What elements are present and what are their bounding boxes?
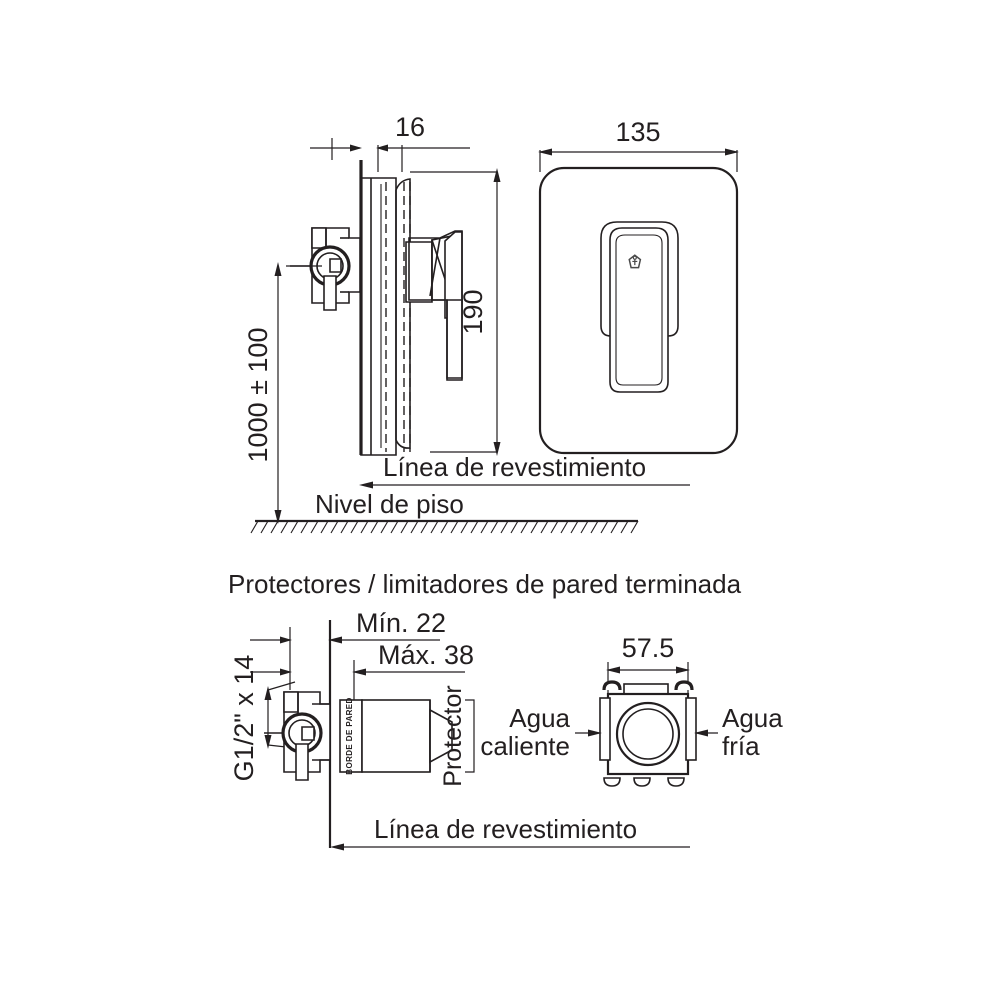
arrow-1000-bottom [274,510,282,524]
cold-water-label-line2: fría [722,731,760,761]
valve-stem [323,275,337,311]
plate-rim [395,178,411,449]
body-stamp-text: BORDE DE PARED [345,697,354,774]
protector-sleeve: BORDE DE PARED [339,697,453,775]
lever-front-silhouette [600,221,679,393]
arrow-thread-top [264,686,272,700]
escutcheon-side-profile [360,177,411,456]
hot-water-label-line2: caliente [480,731,570,761]
dimension-1000: 1000 ± 100 [243,262,322,524]
label-covering-line-lower: Línea de revestimiento [330,814,690,851]
dimension-thread-label: G1/2" x 14 [229,655,259,782]
ground-hatching [250,520,639,534]
stop-valve-body [290,227,361,311]
dimension-57-5: 57.5 [606,633,690,700]
label-covering-line-upper: Línea de revestimiento [359,452,690,489]
dimension-190-label: 190 [458,289,488,334]
arrow-135-left [538,148,552,156]
valve-knob-slot [329,258,342,273]
arrow-575-right [676,666,690,674]
lever-outline [408,230,463,379]
covering-line-arrow [359,481,373,489]
cold-water-label-line1: Agua [722,703,783,733]
lug-bottom-right [667,777,685,787]
arrow-min22 [328,636,342,644]
protector-bracket [465,699,475,773]
lower-section-title: Protectores / limitadores de pared termi… [228,569,742,599]
stop-valve-body-lower [264,691,331,781]
dimension-max38-label: Máx. 38 [378,640,474,670]
lug-bottom-left [603,777,621,787]
arrow-cold-water [694,729,708,737]
covering-line-text-upper: Línea de revestimiento [383,452,646,482]
covering-line-text-lower: Línea de revestimiento [374,814,637,844]
protector-barrel [361,699,431,773]
lug-top-right [674,680,694,691]
dimension-16-label: 16 [395,112,425,142]
lug-top-left [602,680,622,691]
dimension-1000-label: 1000 ± 100 [243,328,273,463]
dimension-135: 135 [538,117,739,172]
arrow-1000-top [274,262,282,276]
mixer-body-front [599,680,697,787]
lever-inner-body [609,227,669,393]
arrow-hot-water [588,729,602,737]
valve-housing-notch [311,227,327,249]
arrow-575-left [606,666,620,674]
valve-stem-lower [295,743,309,781]
lever-inner-outline [615,234,663,386]
floor-level-text: Nivel de piso [315,489,464,519]
dimension-min-22: Mín. 22 [250,608,446,690]
cartridge-collar [405,241,433,303]
dimension-16: 16 [310,112,470,172]
label-hot-water: Agua caliente [480,703,602,761]
valve-housing-notch-lower [283,691,299,713]
plate-edge [360,177,397,456]
arrow-16-left [350,144,362,152]
view-upper-left-side-section: 16 [243,112,690,534]
valve-knob-slot-lower [301,726,315,741]
protector-label-text: Protector [439,685,467,786]
inlet-flange-right [685,697,697,761]
hot-water-label-line1: Agua [509,703,570,733]
arrow-max38-left [280,668,292,676]
dimension-135-label: 135 [615,117,660,147]
covering-line-arrow-lower [330,843,344,851]
label-protector: Protector [439,685,475,787]
body-bore-outer [615,701,681,767]
view-upper-right-front-plate: 135 [538,117,739,455]
arrow-135-right [725,148,739,156]
dim-thread-ext-top [267,681,296,691]
arrow-190-top [493,168,501,182]
view-lower-left-protector: Mín. 22 Máx. 38 G1/2" x 14 [229,608,690,851]
dimension-575-label: 57.5 [622,633,675,663]
label-cold-water: Agua fría [694,703,783,761]
dimension-190: 190 [410,168,501,456]
arrow-thread-bottom [264,735,272,749]
body-bore-inner [622,708,674,760]
arrow-16-right [376,144,388,152]
brand-logo-icon [628,254,642,269]
lever-bevel-line [429,237,441,297]
dimension-min22-label: Mín. 22 [356,608,446,638]
dimension-max-38: Máx. 38 [250,640,474,700]
arrow-190-bottom [493,442,501,456]
inlet-flange-left [599,697,611,761]
lug-bottom-mid [633,777,651,787]
view-lower-right-body: 57.5 Agua caliente [480,633,783,787]
arrow-min22-left [280,636,292,644]
arrow-max38 [352,668,366,676]
dimension-thread: G1/2" x 14 [229,655,296,782]
label-floor-level: Nivel de piso [250,489,639,534]
mixer-lever-assembly [405,230,463,381]
